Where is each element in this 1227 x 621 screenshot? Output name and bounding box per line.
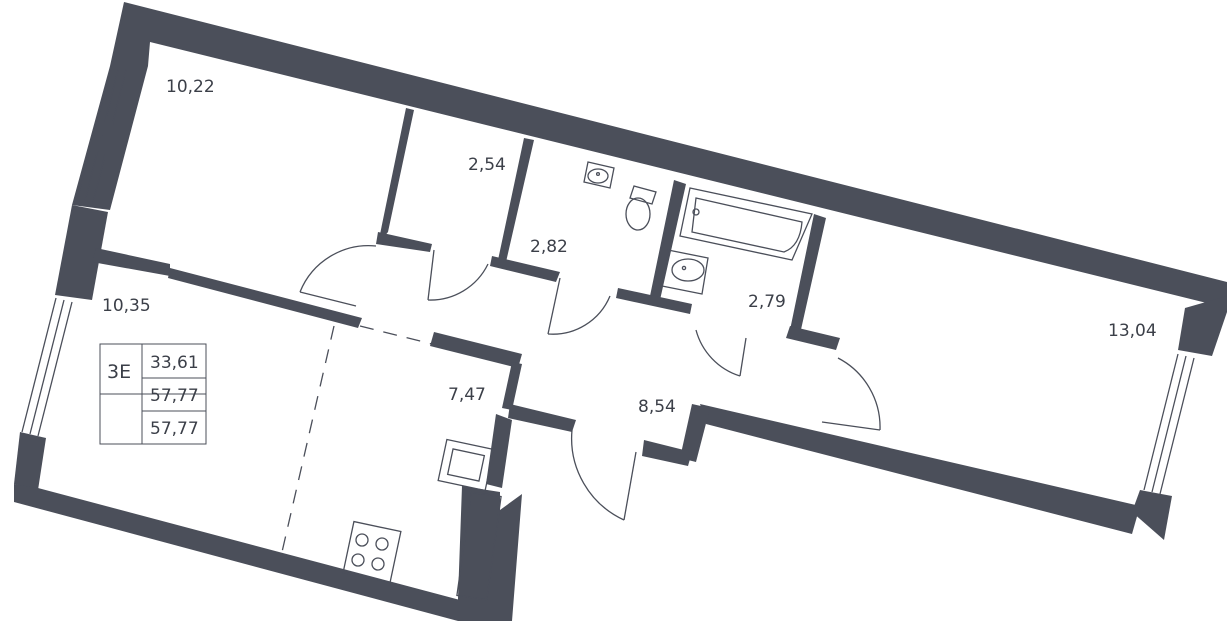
stove-icon bbox=[342, 520, 402, 584]
window-right bbox=[1143, 353, 1195, 495]
door-closet bbox=[427, 263, 489, 301]
door-entrance bbox=[570, 429, 625, 521]
washbasin-icon bbox=[583, 161, 615, 189]
apartment-code: 3E bbox=[107, 361, 131, 383]
room-area-bathroom: 2,82 bbox=[530, 237, 568, 257]
room-area-hallway: 8,54 bbox=[638, 397, 676, 417]
room-area-bedroom-right: 13,04 bbox=[1108, 321, 1157, 341]
room-area-closet: 2,54 bbox=[468, 155, 506, 175]
doors bbox=[299, 244, 881, 521]
room-area-wc: 2,79 bbox=[748, 292, 786, 312]
balcony-niche bbox=[456, 491, 502, 601]
kitchen-sink-icon bbox=[437, 438, 495, 492]
total-area-value-2: 57,77 bbox=[150, 419, 199, 439]
interior-walls bbox=[92, 108, 840, 432]
toilet-icon bbox=[625, 185, 657, 231]
door-bathroom bbox=[547, 295, 611, 335]
room-area-kitchen: 7,47 bbox=[448, 385, 486, 405]
door-living bbox=[299, 244, 377, 293]
bathtub-icon bbox=[679, 187, 813, 261]
zone-separator-vertical bbox=[281, 325, 335, 553]
door-bedroom-right bbox=[837, 357, 881, 431]
room-area-bedroom-top-left: 10,22 bbox=[166, 77, 215, 97]
room-area-living-room: 10,35 bbox=[102, 296, 151, 316]
sink-icon bbox=[661, 249, 709, 295]
window-left-lower bbox=[21, 297, 73, 437]
exterior-walls bbox=[14, 2, 1227, 621]
apartment-info-box: 3E 33,61 57,77 57,77 bbox=[99, 343, 207, 445]
zone-separator-horizontal bbox=[359, 325, 433, 345]
window-left-upper bbox=[75, 69, 127, 208]
door-wc bbox=[695, 329, 741, 377]
total-area-value: 57,77 bbox=[150, 386, 199, 406]
living-area-value: 33,61 bbox=[150, 353, 199, 373]
